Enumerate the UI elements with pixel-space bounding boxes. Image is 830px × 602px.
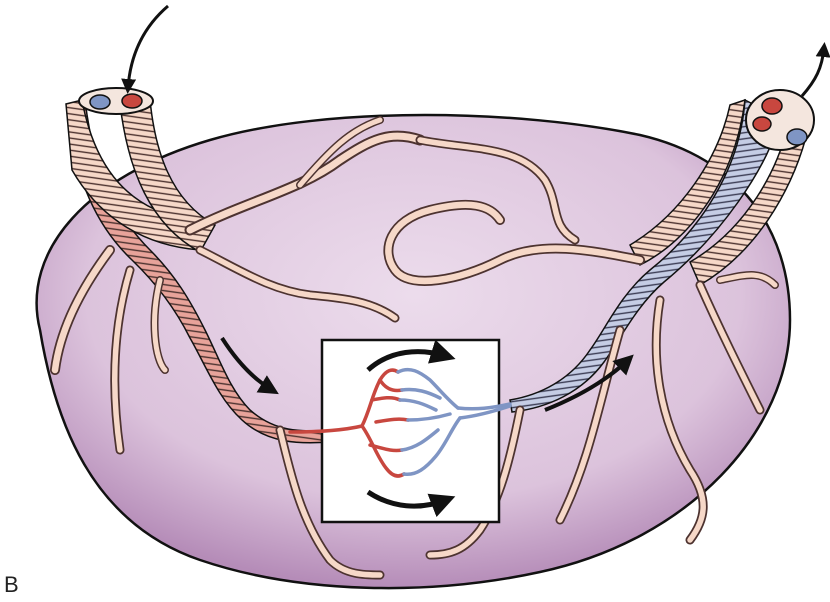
vein-lumen-left (90, 95, 110, 109)
vein-lumen-right (787, 129, 807, 145)
capillary-inset (290, 340, 510, 522)
outflow-arrow (802, 48, 824, 96)
inset-frame (322, 340, 499, 522)
artery-lumen-right-2 (753, 117, 771, 131)
inflow-arrow (128, 6, 168, 88)
artery-lumen-right (762, 98, 782, 114)
panel-label: B (4, 572, 19, 598)
artery-lumen-left (122, 94, 142, 108)
